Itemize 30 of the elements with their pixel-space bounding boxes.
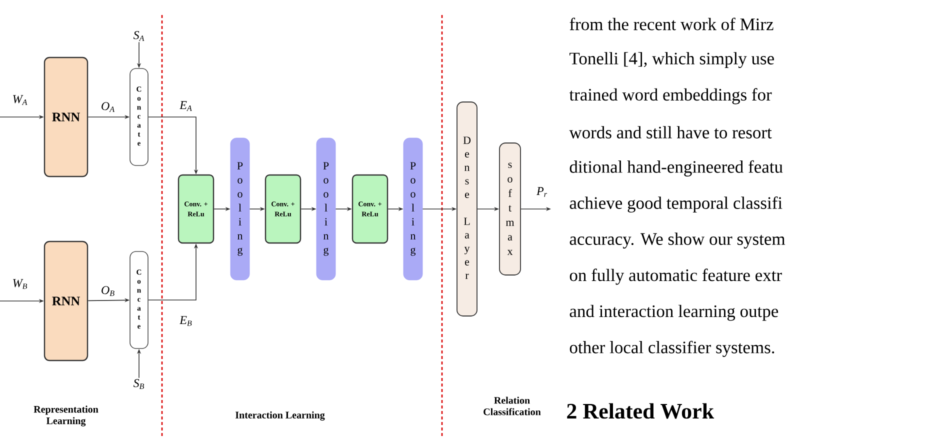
body-text-line: on fully automatic feature extr: [570, 268, 782, 285]
edge-label: W$_{B}$: [13, 279, 28, 289]
body-text-line: achieve good temporal classifi: [570, 196, 782, 213]
body-text-line: accuracy. We show our system: [570, 232, 786, 249]
edge-label: W$_{A}$: [13, 95, 28, 105]
edge-label: E$_{A}$: [180, 101, 192, 111]
body-text-line: words and still have to resort: [569, 126, 772, 138]
body-text-line: from the recent work of Mirz: [570, 18, 774, 30]
pooling-bar: Pooling: [316, 138, 336, 280]
pooling-bar: Pooling: [403, 138, 423, 280]
section-label: Relation Classification: [484, 396, 541, 416]
edge-label: O$_{A}$: [102, 102, 115, 112]
section-label: Interaction Learning: [235, 411, 325, 421]
input-symbol: S$_{B}$: [133, 379, 144, 389]
rnn-box: RNN: [44, 56, 88, 178]
dense-layer-box: Dense Layer: [456, 102, 478, 316]
edge-label: P$_{r}$: [536, 187, 547, 197]
body-text-line: and interaction learning outpe: [570, 304, 778, 321]
pooling-bar: Pooling: [230, 138, 250, 280]
input-symbol: S$_{A}$: [133, 31, 144, 41]
section-heading: 2 Related Work: [567, 403, 714, 419]
body-text-line: ditional hand-engineered featu: [570, 160, 783, 176]
body-text-line: other local classifier systems.: [570, 340, 774, 357]
rnn-box: RNN: [44, 240, 88, 362]
body-text-line: Tonelli [4], which simply use: [570, 52, 774, 68]
softmax-box: softmax: [499, 142, 521, 276]
edge-label: E$_{B}$: [180, 316, 192, 326]
body-text-line: trained word embeddings for: [569, 88, 772, 104]
edge-label: O$_{B}$: [102, 286, 114, 296]
section-label: Representation Learning: [34, 406, 98, 426]
